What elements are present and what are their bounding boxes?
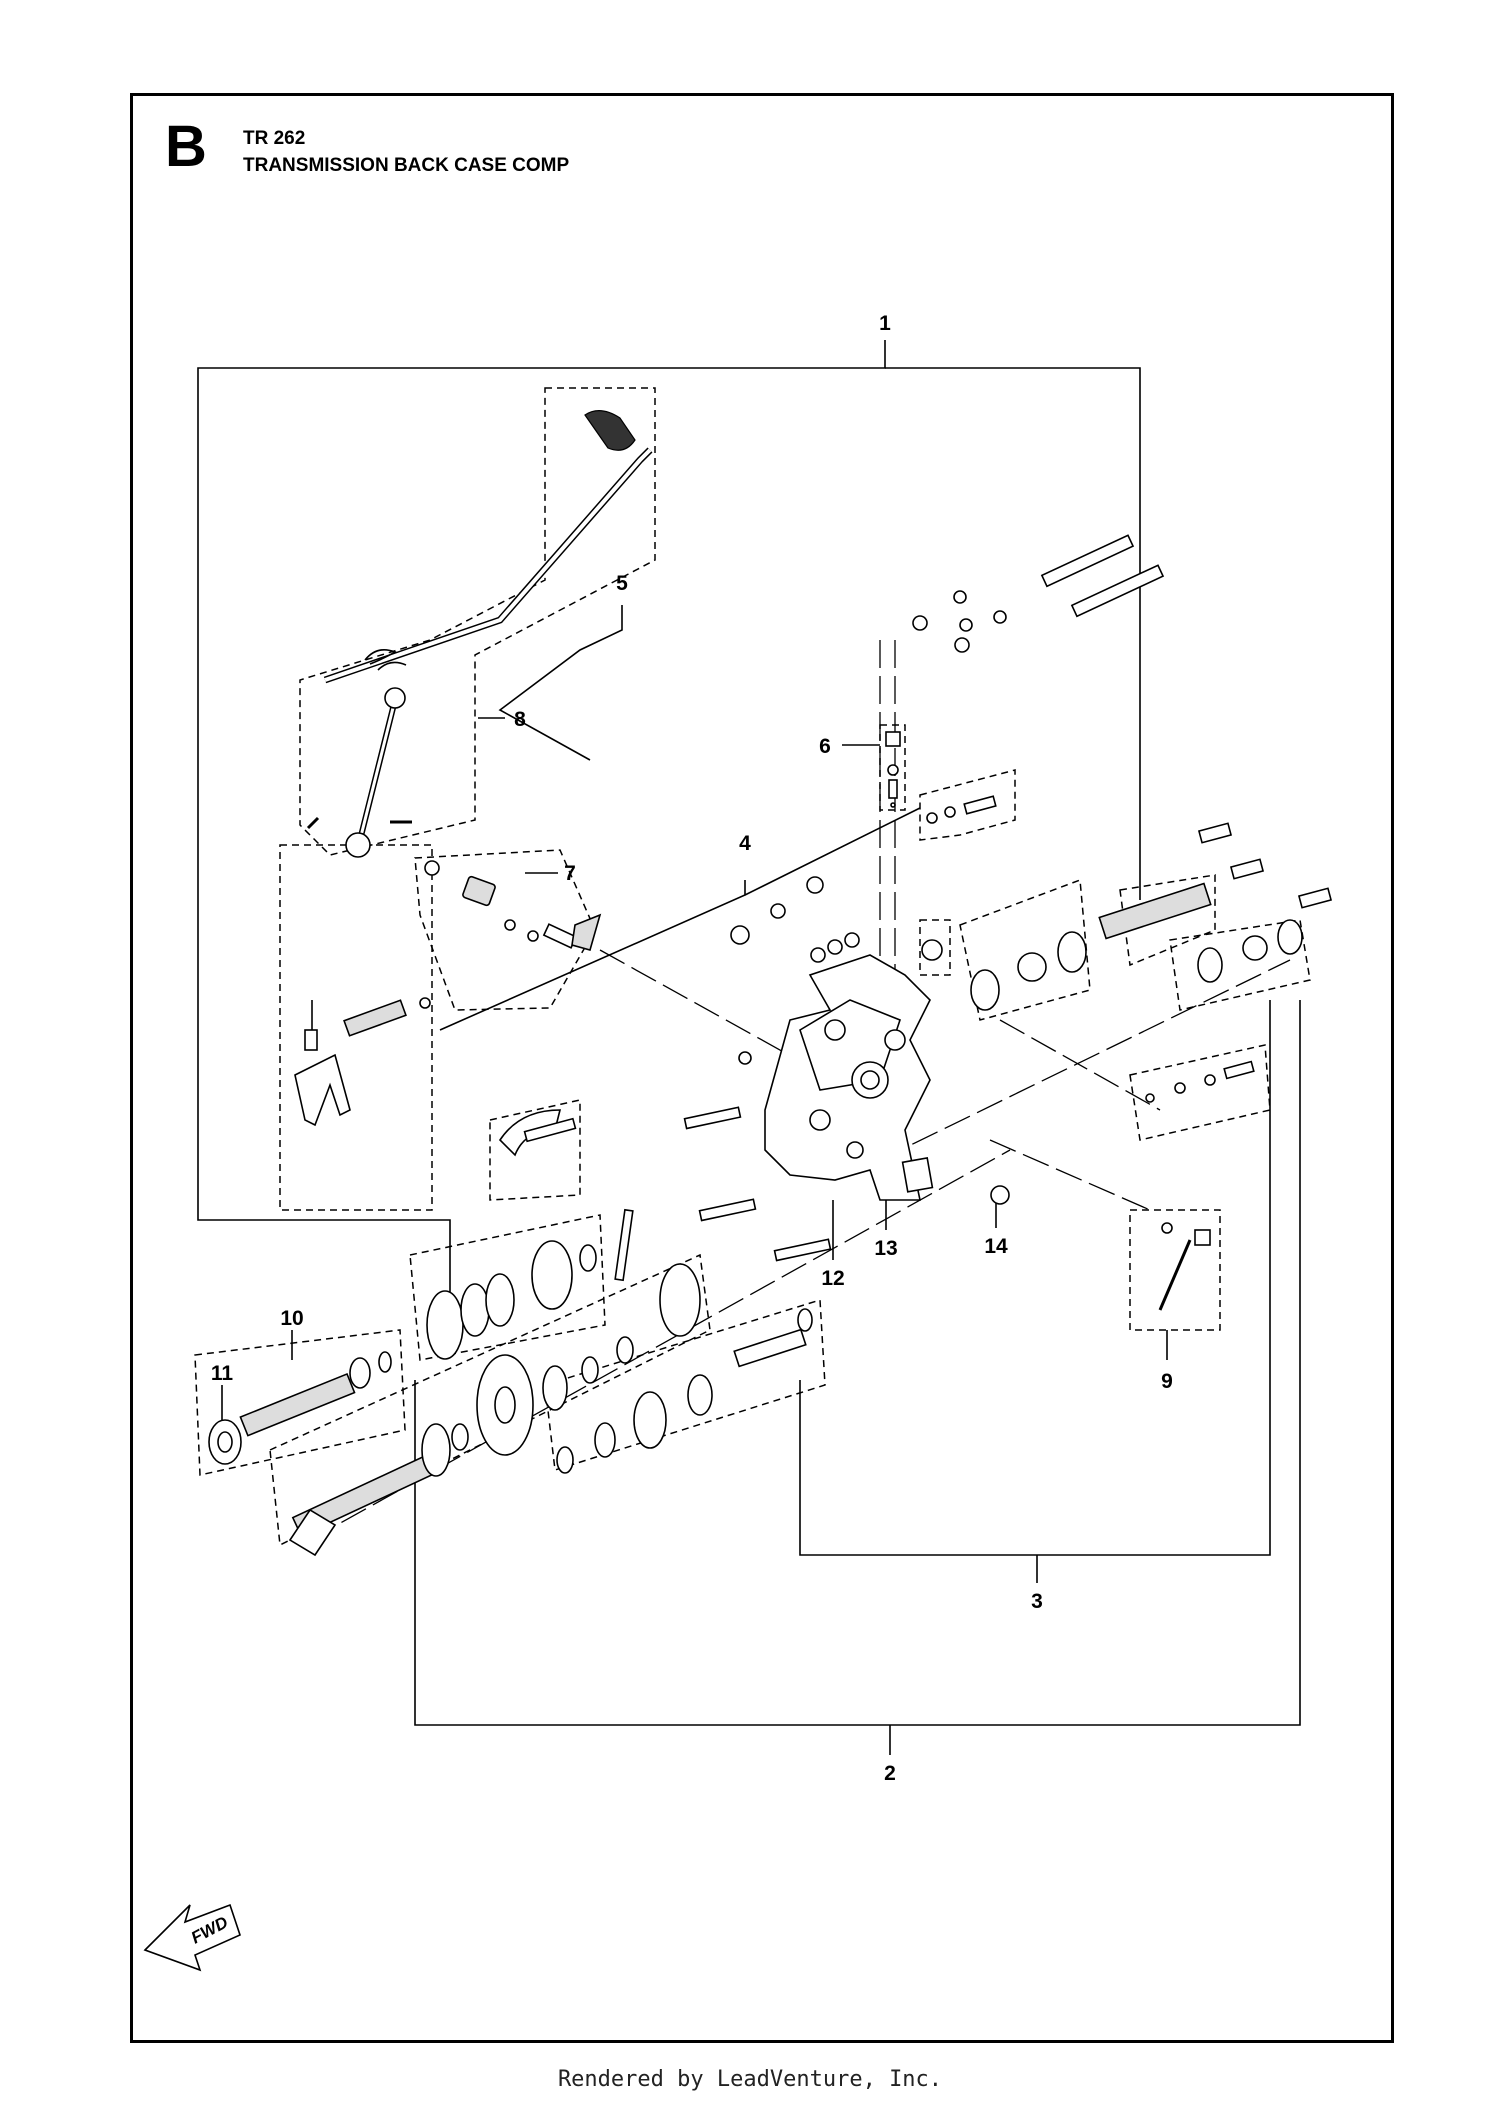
shift-arm [424,860,602,951]
dowel-pins [683,1106,832,1262]
section-letter: B [165,114,207,179]
shift-lever [306,410,653,858]
footer-credit: Rendered by LeadVenture, Inc. [557,2067,943,2092]
callout-9: 9 [1161,1370,1173,1393]
diagram-frame [130,93,1394,2043]
callout-14: 14 [984,1235,1008,1258]
callout-13: 13 [874,1237,897,1260]
output-shaft-left [208,1351,392,1465]
model-code: TR 262 [243,128,306,149]
callout-leaders [197,340,1301,1755]
fwd-arrow-icon [143,1903,241,1972]
callout-2: 2 [884,1762,896,1785]
diagram-title: TRANSMISSION BACK CASE COMP [243,155,570,176]
shift-fork [294,997,577,1157]
callout-labels: 1 2 3 4 5 6 7 8 9 10 11 12 13 14 FWD [188,312,1173,1948]
counter-gears [426,1208,701,1360]
callout-12: 12 [821,1267,844,1290]
speed-sensor [1158,1222,1211,1311]
callout-1: 1 [879,312,891,335]
callout-5: 5 [616,572,628,595]
output-shaft-right [970,822,1333,1103]
callout-8: 8 [514,708,526,731]
callout-6: 6 [819,735,831,758]
callout-3: 3 [1031,1590,1043,1613]
main-shaft [288,1336,634,1557]
callout-10: 10 [280,1307,303,1330]
detent-bolt [885,731,997,961]
callout-11: 11 [211,1362,234,1385]
callout-4: 4 [739,832,751,855]
case-bolts [730,534,1165,1065]
intermediate-shaft [556,1308,813,1474]
callout-7: 7 [564,862,576,885]
transmission-case [764,954,1010,1205]
